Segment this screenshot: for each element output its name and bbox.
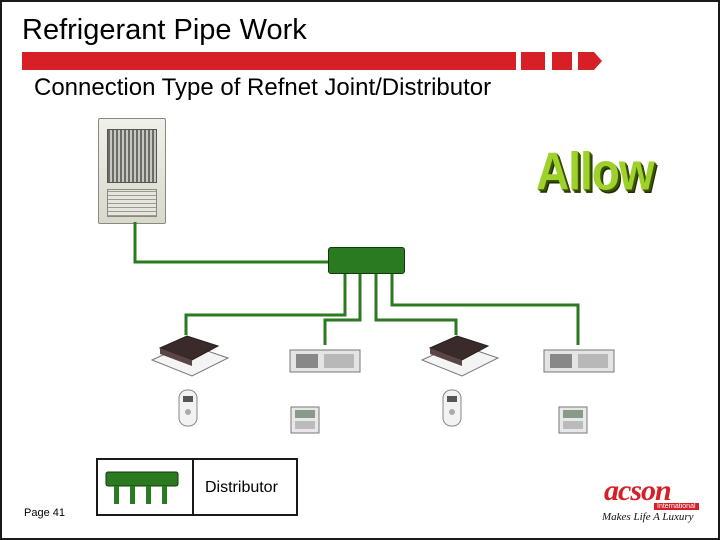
cassette-unit-icon bbox=[420, 335, 500, 377]
distributor-legend-icon bbox=[105, 471, 179, 504]
branch-pipe-3 bbox=[374, 272, 458, 335]
wired-controller-icon bbox=[290, 406, 320, 434]
header-bar-segment bbox=[521, 52, 545, 70]
slide-title: Refrigerant Pipe Work bbox=[22, 14, 307, 46]
brand-sub: International bbox=[654, 503, 699, 510]
main-pipe bbox=[133, 222, 328, 264]
distributor-icon bbox=[328, 247, 405, 274]
remote-control-icon bbox=[442, 389, 462, 427]
legend-divider bbox=[192, 458, 194, 516]
outdoor-unit-icon bbox=[98, 118, 166, 224]
ducted-unit-icon bbox=[543, 349, 615, 373]
legend-label: Distributor bbox=[205, 479, 278, 496]
page-number: Page 41 bbox=[24, 507, 65, 519]
outdoor-fan-grille bbox=[107, 129, 157, 183]
branch-pipe-2 bbox=[323, 272, 362, 345]
brand-logo: acson bbox=[604, 474, 672, 507]
outdoor-vent bbox=[107, 189, 157, 217]
header-bar-segment bbox=[552, 52, 572, 70]
branch-pipe-4 bbox=[390, 272, 580, 345]
remote-control-icon bbox=[178, 389, 198, 427]
ducted-unit-icon bbox=[289, 349, 361, 373]
header-bar bbox=[22, 52, 516, 70]
wired-controller-icon bbox=[558, 406, 588, 434]
legend-box bbox=[96, 458, 298, 516]
slide-subtitle: Connection Type of Refnet Joint/Distribu… bbox=[34, 74, 492, 101]
branch-pipe-1 bbox=[184, 272, 347, 335]
cassette-unit-icon bbox=[150, 335, 230, 377]
header-bar-segment bbox=[578, 52, 594, 70]
header-bar-arrow bbox=[594, 52, 602, 70]
brand-tagline: Makes Life A Luxury bbox=[602, 511, 694, 523]
allow-label: Allow bbox=[536, 141, 655, 201]
